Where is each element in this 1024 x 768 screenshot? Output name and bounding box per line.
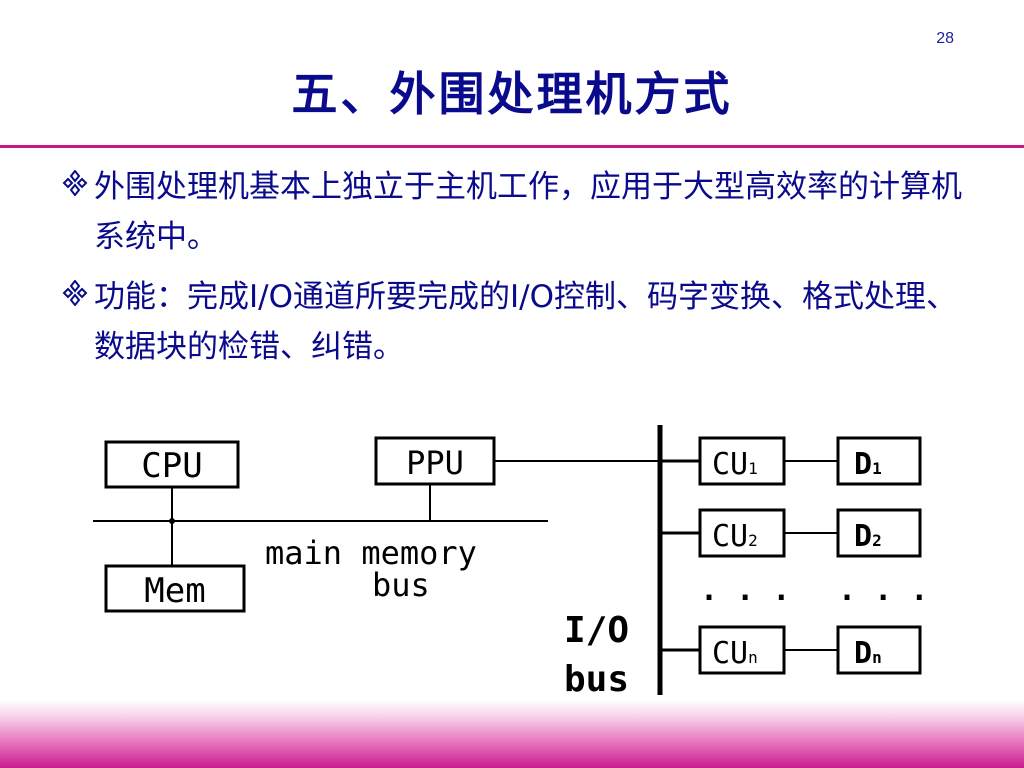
svg-text:D1: D1 xyxy=(854,447,882,482)
ppu-box: PPU xyxy=(374,436,496,486)
d1-box: D1 xyxy=(836,436,922,486)
cu2-subscript: 2 xyxy=(748,531,758,550)
bullet-item: 外围处理机基本上独立于主机工作，应用于大型高效率的计算机系统中。 xyxy=(54,162,974,262)
cpu-box: CPU xyxy=(104,440,240,489)
slide-title: 五、外围处理机方式 xyxy=(291,67,733,121)
d1-subscript: 1 xyxy=(872,459,882,478)
d2-label: D xyxy=(854,519,872,554)
bullet-text: 功能：完成I/O通道所要完成的I/O控制、码字变换、格式处理、数据块的检错、纠错… xyxy=(94,279,957,365)
mem-box: Mem xyxy=(104,564,246,613)
cu1-subscript: 1 xyxy=(748,459,758,478)
svg-text:D2: D2 xyxy=(854,519,882,554)
cu1-box: CU1 xyxy=(698,436,786,486)
d1-label: D xyxy=(854,447,872,482)
cun-subscript: n xyxy=(748,648,758,667)
bus-junction-dot xyxy=(169,518,175,524)
bottom-gradient-band xyxy=(0,700,1024,768)
svg-text:CU1: CU1 xyxy=(712,447,758,482)
cun-label: CU xyxy=(712,636,748,671)
page-number: 28 xyxy=(936,30,954,47)
cu2-box: CU2 xyxy=(698,508,786,558)
d-ellipsis: . . . xyxy=(838,573,928,608)
cu-ellipsis: . . . xyxy=(700,573,790,608)
cu2-label: CU xyxy=(712,519,748,554)
dn-box: Dn xyxy=(836,625,922,675)
dn-subscript: n xyxy=(872,648,882,667)
io-bus-label: I/O xyxy=(564,610,629,651)
d2-subscript: 2 xyxy=(872,531,882,550)
svg-text:CU2: CU2 xyxy=(712,519,758,554)
diamond-cluster-icon xyxy=(62,170,88,196)
svg-text:CUn: CUn xyxy=(712,636,758,671)
main-memory-bus-label-2: bus xyxy=(372,566,430,604)
ppu-label: PPU xyxy=(406,444,464,482)
dn-label: D xyxy=(854,636,872,671)
main-memory-bus-label: main memory xyxy=(265,534,477,572)
io-bus-label-2: bus xyxy=(564,659,629,700)
cpu-label: CPU xyxy=(141,446,202,486)
diamond-cluster-icon xyxy=(62,280,88,306)
ppu-architecture-diagram: CPU Mem PPU main memory bus I/O bus CU1 … xyxy=(93,425,928,700)
mem-label: Mem xyxy=(144,571,205,611)
cu1-label: CU xyxy=(712,447,748,482)
bullet-item: 功能：完成I/O通道所要完成的I/O控制、码字变换、格式处理、数据块的检错、纠错… xyxy=(54,272,974,372)
cun-box: CUn xyxy=(698,625,786,675)
title-divider xyxy=(0,145,1024,148)
bullet-list: 外围处理机基本上独立于主机工作，应用于大型高效率的计算机系统中。 功能：完成I/… xyxy=(54,162,974,382)
d2-box: D2 xyxy=(836,508,922,558)
bullet-text: 外围处理机基本上独立于主机工作，应用于大型高效率的计算机系统中。 xyxy=(94,169,962,255)
svg-text:Dn: Dn xyxy=(854,636,882,671)
